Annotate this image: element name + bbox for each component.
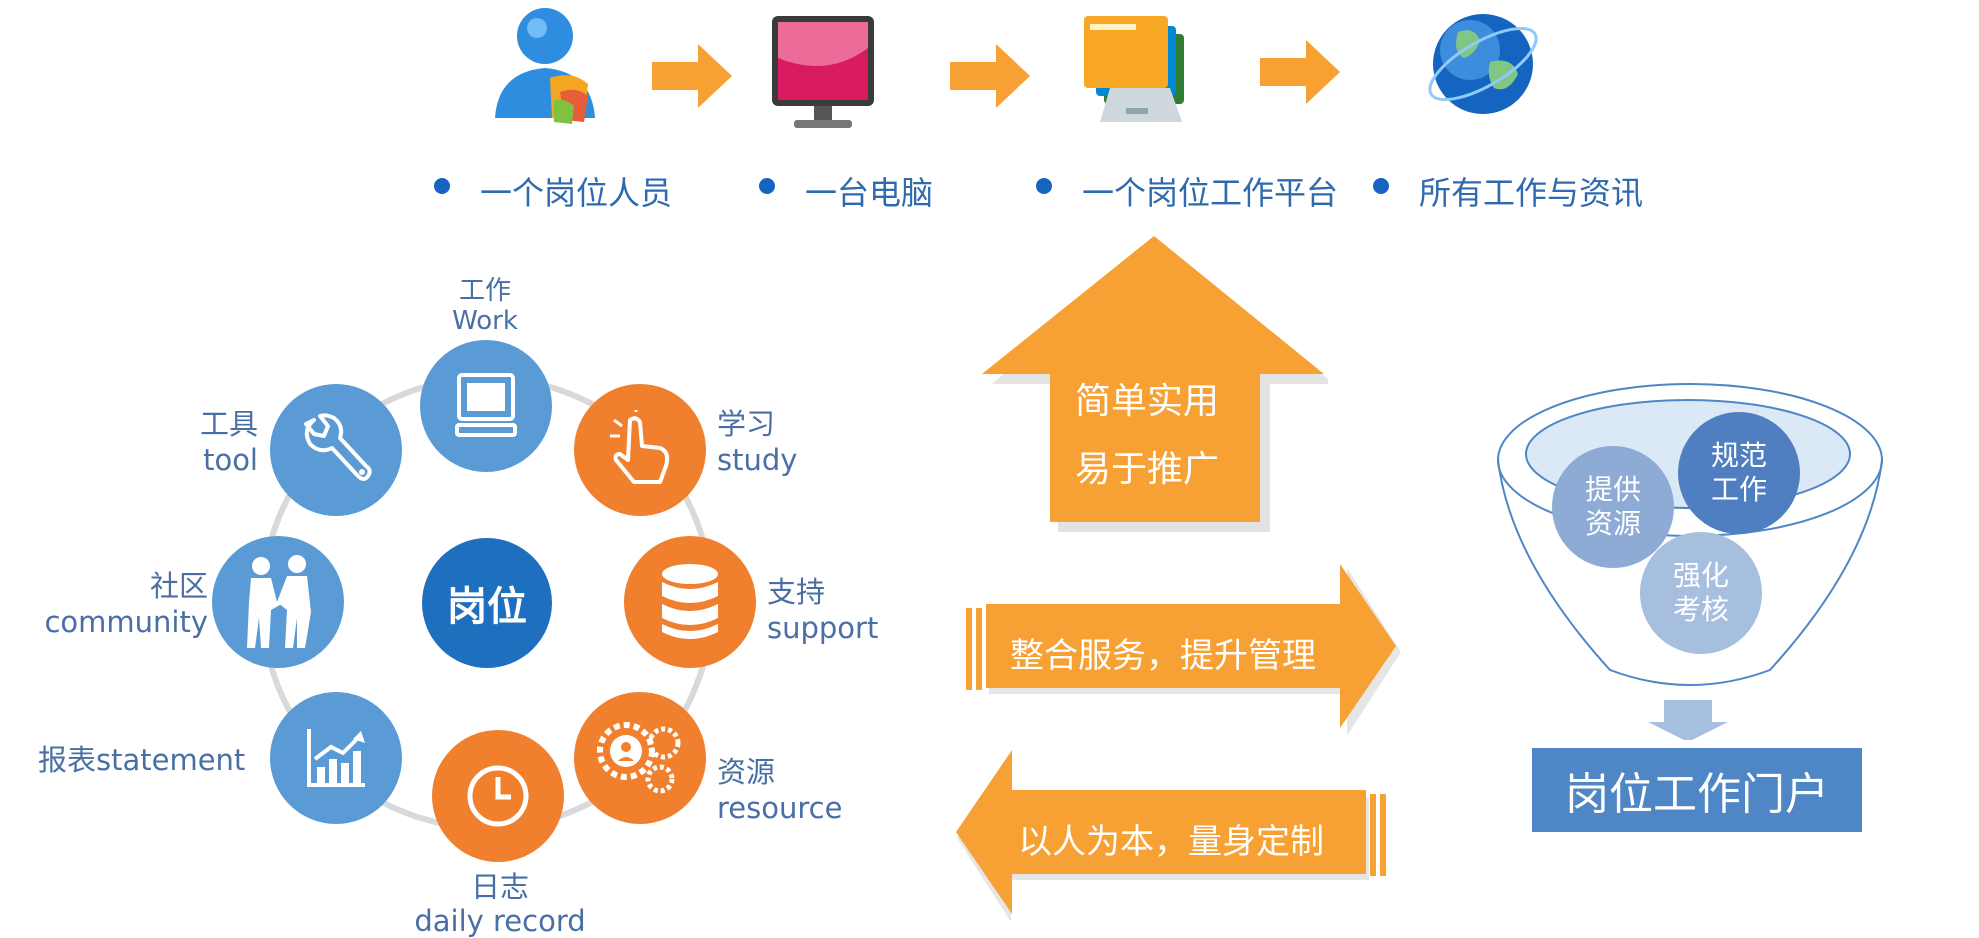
flow-label-person: 一个岗位人员: [480, 174, 673, 212]
support-node[interactable]: [624, 536, 756, 668]
platform-icon: [1084, 16, 1184, 122]
flow-label-computer: 一台电脑: [805, 174, 934, 212]
community-zh: 社区: [149, 569, 208, 603]
funnel-circle-resource: 提供 资源: [1552, 446, 1674, 568]
funnel-circle-resource-line2: 资源: [1584, 507, 1641, 540]
funnel-circle-assessment: 强化 考核: [1640, 532, 1762, 654]
center-label: 岗位: [447, 584, 527, 630]
bullet-dot: [1036, 178, 1052, 194]
daily-record-node[interactable]: [432, 730, 564, 862]
bullet-dot: [1373, 178, 1389, 194]
resource-caption: 资源 resource: [717, 754, 842, 826]
monitor-icon: [772, 16, 874, 128]
left-arrow-label: 以人为本，量身定制: [1018, 822, 1324, 862]
portal-result-box: 岗位工作门户: [1532, 748, 1862, 832]
community-caption: 社区 community: [40, 568, 208, 640]
up-arrow-line2: 易于推广: [1075, 449, 1220, 490]
tool-zh: 工具: [199, 407, 258, 441]
work-node[interactable]: [420, 340, 552, 472]
community-en: community: [44, 605, 208, 639]
resource-node[interactable]: [574, 692, 706, 824]
computer-icon: [455, 373, 517, 437]
work-caption: 工作 Work: [440, 276, 530, 336]
resource-en: resource: [717, 791, 843, 825]
resource-zh: 资源: [717, 755, 776, 789]
statement-node[interactable]: [270, 692, 402, 824]
daily-record-caption: 日志 daily record: [400, 870, 600, 938]
support-caption: 支持 support: [767, 574, 878, 646]
statement-caption: 报表statement: [38, 743, 246, 777]
clock-icon: [467, 765, 529, 827]
funnel-circle-standard-text: 规范 工作: [1711, 439, 1767, 507]
support-zh: 支持: [767, 575, 826, 609]
center-circle: 岗位: [422, 538, 552, 668]
funnel-circle-resource-line1: 提供: [1584, 473, 1641, 506]
daily-record-en: daily record: [414, 904, 586, 938]
arrow-right-icon: [652, 44, 732, 108]
study-caption: 学习 study: [717, 406, 797, 478]
chart-icon: [307, 729, 365, 787]
tool-en: tool: [203, 443, 258, 477]
globe-icon: [1428, 14, 1538, 114]
database-icon: [662, 564, 718, 639]
wrench-icon: [304, 413, 372, 481]
user-icon: [495, 8, 595, 124]
up-arrow-shape: [982, 236, 1328, 532]
flow-label-platform: 一个岗位工作平台: [1082, 174, 1339, 212]
up-arrow-line1: 简单实用: [1075, 381, 1220, 422]
funnel-circle-assessment-text: 强化 考核: [1673, 559, 1729, 627]
tool-node[interactable]: [270, 384, 402, 516]
funnel-circle-standard-line1: 规范: [1710, 439, 1767, 472]
bullet-dot: [759, 178, 775, 194]
study-node[interactable]: [574, 384, 706, 516]
flow-label-all-work: 所有工作与资讯: [1419, 174, 1644, 212]
study-zh: 学习: [717, 407, 776, 441]
funnel-circle-standard: 规范 工作: [1678, 412, 1800, 534]
funnel-circle-standard-line2: 工作: [1710, 473, 1767, 506]
arrow-right-icon: [950, 44, 1030, 108]
funnel-circle-resource-text: 提供 资源: [1585, 473, 1641, 541]
daily-record-zh: 日志: [470, 870, 529, 904]
right-arrow-shape: [966, 564, 1400, 734]
community-node[interactable]: [212, 536, 344, 668]
portal-result-label: 岗位工作门户: [1565, 769, 1829, 820]
funnel-circle-assessment-line2: 考核: [1672, 593, 1729, 626]
work-zh: 工作: [458, 276, 511, 306]
tool-caption: 工具 tool: [160, 406, 258, 478]
support-en: support: [767, 611, 879, 645]
right-arrow-label: 整合服务，提升管理: [1010, 636, 1316, 676]
funnel-circle-assessment-line1: 强化: [1672, 559, 1729, 592]
study-en: study: [717, 443, 798, 477]
pointer-hand-icon: [610, 410, 670, 484]
bullet-dot: [434, 178, 450, 194]
arrow-right-icon: [1260, 40, 1340, 104]
left-arrow-shape: [956, 750, 1386, 920]
gears-icon: [597, 722, 681, 794]
work-en: Work: [452, 306, 518, 336]
handshake-icon: [247, 555, 311, 648]
